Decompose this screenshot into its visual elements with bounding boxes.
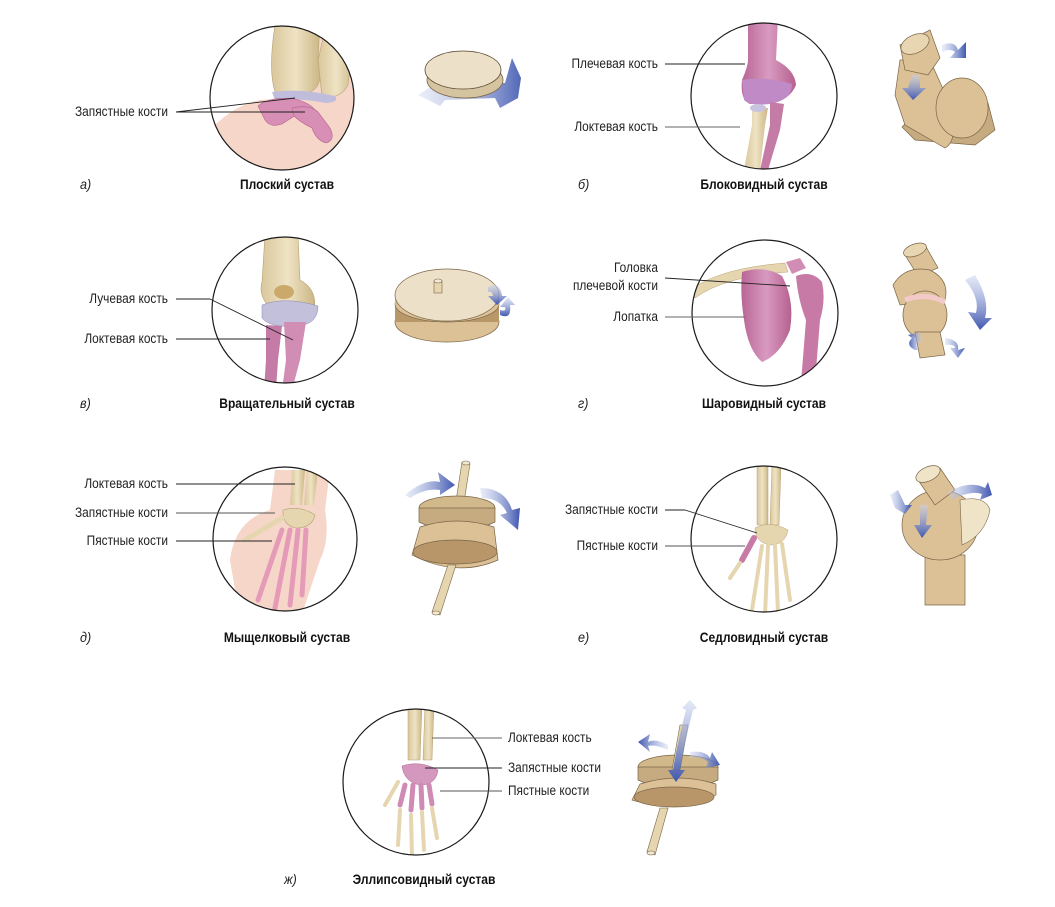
label-humeral-head-line1: Головка (613, 260, 658, 275)
label-ulna: Локтевая кость (508, 730, 592, 745)
leader-line (664, 277, 791, 287)
label-scapula: Лопатка (613, 309, 658, 324)
panel-letter: б) (578, 176, 590, 192)
label-humerus: Плечевая кость (571, 56, 658, 71)
label-carpal-bones: Запястные кости (508, 760, 602, 775)
panel-title: Плоский сустав (239, 176, 334, 192)
condylar-joint-circle-frame (212, 466, 358, 612)
label-ulna: Локтевая кость (84, 476, 168, 491)
panel-title: Седловидный сустав (699, 629, 829, 645)
label-carpal-bones: Запястные кости (564, 502, 658, 517)
saddle-model-icon (890, 465, 992, 606)
panel-letter: а) (80, 176, 92, 192)
panel-title: Вращательный сустав (219, 395, 355, 411)
label-metacarpal-bones: Пястные кости (576, 538, 658, 553)
label-metacarpal-bones: Пястные кости (508, 783, 590, 798)
hinge-cylinder-model-icon (894, 29, 996, 149)
flat-disc-sliding-model-icon (418, 50, 521, 108)
panel-title: Эллипсовидный сустав (352, 871, 496, 887)
panel-title: Мыщелковый сустав (223, 629, 351, 645)
label-humeral-head-line2: плечевой кости (572, 278, 658, 293)
leader-line (209, 298, 294, 341)
label-carpal-bones: Запястные кости (74, 505, 168, 520)
plane-joint-circle-frame (209, 25, 355, 171)
label-carpal-bones: Запястные кости (74, 104, 168, 119)
ellipsoid-spool-model-icon (631, 700, 720, 856)
leader-line (175, 97, 296, 113)
label-metacarpal-bones: Пястные кости (86, 533, 168, 548)
panel-letter: д) (80, 629, 92, 645)
panel-title: Шаровидный сустав (701, 395, 827, 411)
panel-title: Блоковидный сустав (700, 176, 828, 192)
ellipsoid-joint-circle-frame (342, 708, 490, 856)
panel-letter: ж) (284, 871, 297, 887)
label-radius: Лучевая кость (89, 291, 168, 306)
panel-letter: г) (578, 395, 589, 411)
label-ulna: Локтевая кость (84, 331, 168, 346)
panel-letter: в) (80, 395, 91, 411)
label-ulna: Локтевая кость (574, 119, 658, 134)
condylar-spool-model-icon (405, 460, 520, 616)
ball-socket-joint-circle-frame (691, 239, 839, 387)
hinge-joint-circle-frame (690, 22, 838, 170)
pivot-joint-circle-frame (211, 236, 359, 384)
ball-socket-model-icon (892, 242, 992, 359)
pivot-disc-model-icon (394, 268, 515, 343)
leader-line (684, 509, 758, 534)
panel-letter: е) (578, 629, 590, 645)
saddle-joint-circle-frame (690, 465, 838, 613)
